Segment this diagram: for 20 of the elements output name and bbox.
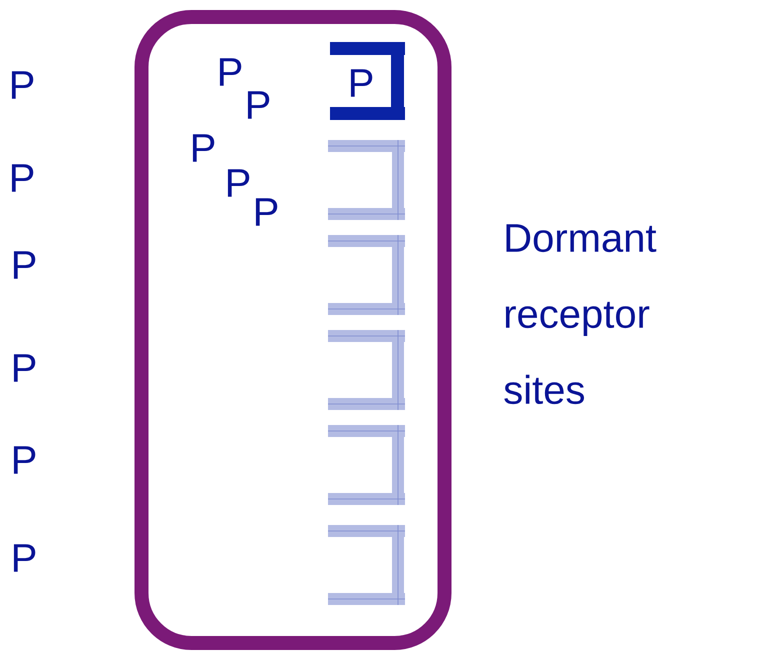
letter-label: P [14,544,36,572]
letter-label: P [14,354,36,382]
rounded-box [134,10,452,650]
letter-label: P [14,251,36,279]
letter-label: P [14,446,36,474]
node-label: P [350,69,372,97]
letter-label: P [256,198,278,226]
receptor-site [328,234,406,316]
receptor-site: P [330,42,405,120]
letter-label: P [192,134,214,162]
letter-label: P [248,91,270,119]
letter-label: P [12,164,34,192]
letter-label: P [228,169,250,197]
receptor-site [328,330,406,410]
letter-label: P [12,71,34,99]
text-label: Dormant receptor sites [504,224,656,404]
letter-label: P [220,58,242,86]
receptor-site [328,140,406,220]
receptor-site [328,424,406,506]
receptor-site [328,524,406,606]
